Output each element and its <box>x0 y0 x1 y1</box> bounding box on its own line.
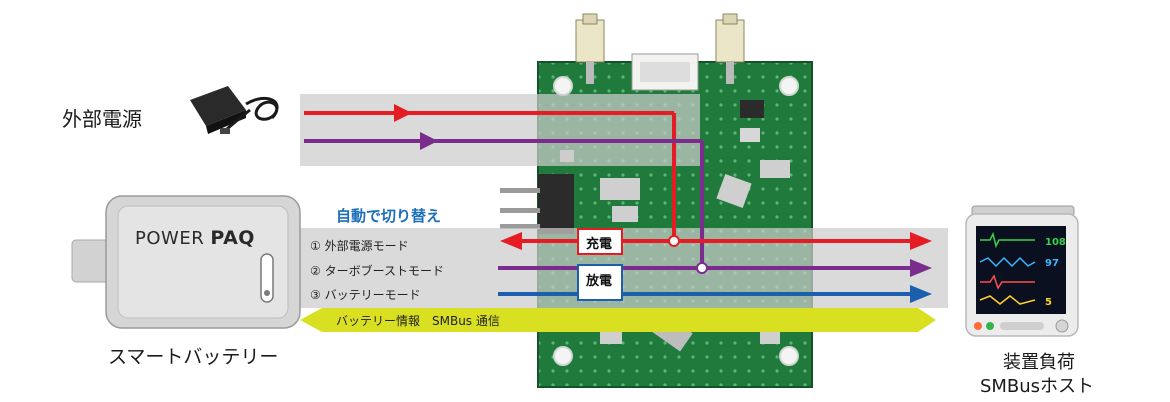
smart-battery-icon <box>71 195 301 329</box>
smbus-arrow <box>300 308 936 332</box>
mode-3-line <box>498 285 932 303</box>
charge-box <box>577 228 623 255</box>
external-power-lines <box>304 104 704 268</box>
mode-2-line <box>498 259 932 277</box>
battery-info-label: バッテリー情報 SMBus 通信 <box>336 314 500 328</box>
charge-label: 充電 <box>586 237 613 252</box>
device-load-label: 装置負荷 <box>1003 352 1075 373</box>
smart-battery-label: スマートバッテリー <box>108 346 279 368</box>
brand-prefix: POWER <box>135 228 211 249</box>
battery-brand-label: POWER PAQ <box>135 227 255 249</box>
brand-suffix: PAQ <box>210 227 255 249</box>
monitor-readout-3: 5 <box>1045 297 1052 308</box>
monitor-readout-1: 108 <box>1045 237 1066 248</box>
discharge-box <box>577 264 623 301</box>
ac-adapter-icon <box>190 86 279 134</box>
external-power-label: 外部電源 <box>62 107 142 131</box>
medical-monitor-icon: 108 97 5 <box>965 205 1079 337</box>
monitor-readout-2: 97 <box>1045 258 1059 269</box>
mode-1-label: ① 外部電源モード <box>310 239 409 253</box>
discharge-label: 放電 <box>586 274 613 289</box>
smbus-host-label: SMBusホスト <box>979 376 1095 397</box>
auto-switch-label: 自動で切り替え <box>336 207 442 225</box>
mode-3-label: ③ バッテリーモード <box>310 288 421 302</box>
external-power-band <box>300 94 700 166</box>
mode-2-label: ② ターボブーストモード <box>310 264 444 278</box>
